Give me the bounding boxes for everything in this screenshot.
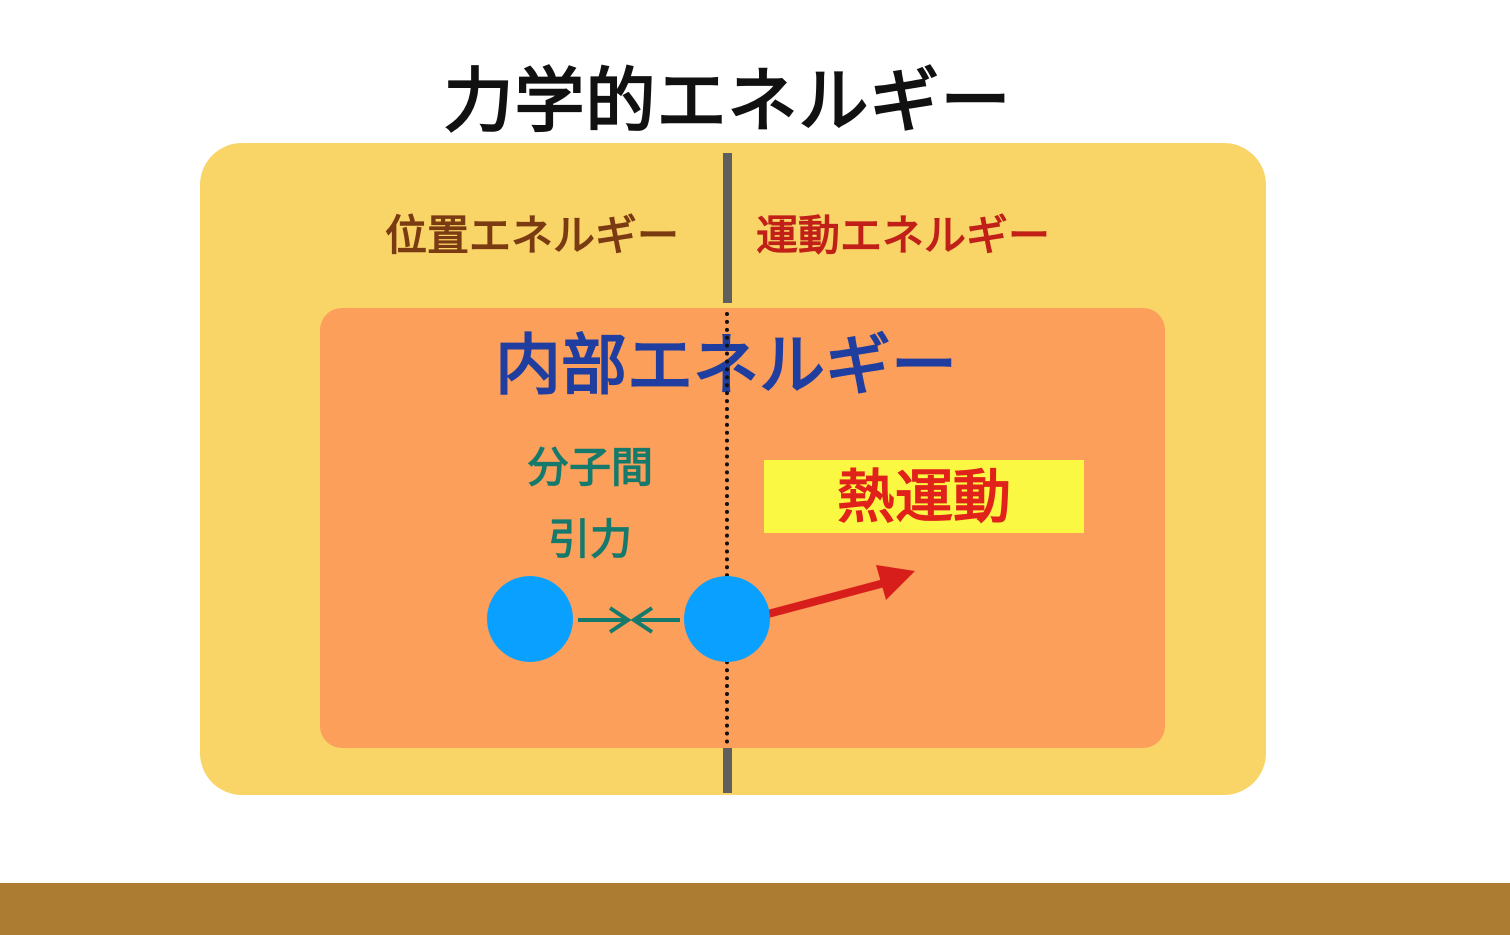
molecule-right [684, 576, 770, 662]
dotted-divider-line [725, 312, 729, 744]
kinetic-energy-label: 運動エネルギー [756, 211, 1051, 260]
thermal-motion-arrow [766, 565, 915, 618]
motion-arrow-head [876, 565, 915, 600]
attraction-arrows [578, 606, 680, 634]
thermal-motion-highlight [764, 460, 1084, 533]
intermolecular-attraction-label: 分子間 引力 [515, 432, 665, 576]
attraction-arrow-left-head [608, 606, 632, 634]
divider-line-top [723, 153, 732, 303]
floor-bar [0, 883, 1510, 935]
thermal-motion-label: 熱運動 [836, 463, 1011, 531]
intermolecular-label-line1: 分子間 [526, 443, 653, 492]
potential-energy-label: 位置エネルギー [385, 211, 680, 260]
attraction-arrow-right-head [630, 606, 654, 634]
molecule-left [487, 576, 573, 662]
page-title: 力学的エネルギー [443, 60, 1012, 142]
intermolecular-label-line2: 引力 [547, 515, 632, 564]
motion-arrow-shaft [766, 578, 890, 618]
divider-line-bottom [723, 745, 732, 793]
